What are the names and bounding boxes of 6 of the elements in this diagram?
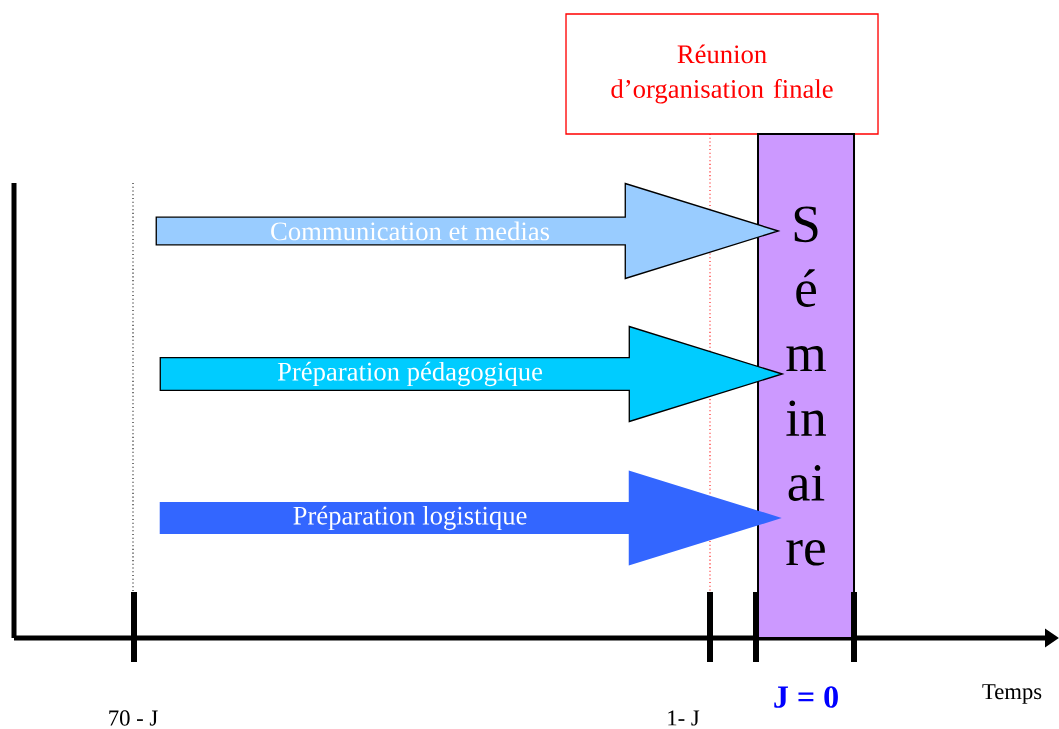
axis-label: J = 0	[774, 686, 838, 708]
axis-label: Temps	[982, 684, 1042, 704]
seminar-box: S é m in ai re	[757, 133, 855, 639]
meeting-box: Réunion d’organisation finale	[565, 13, 879, 135]
axis-label: 1- J	[668, 710, 700, 726]
axis-label: 70 - J	[109, 710, 158, 726]
